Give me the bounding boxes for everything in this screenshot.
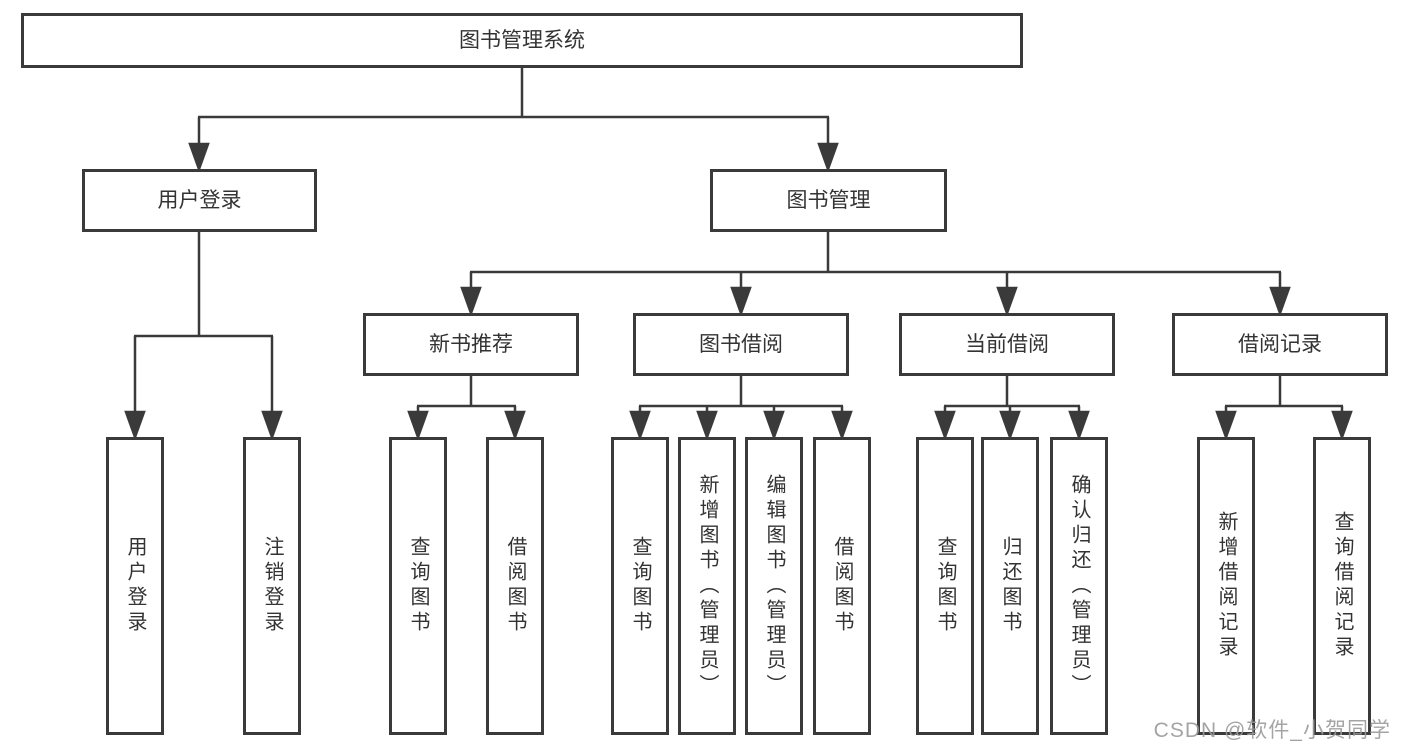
node-label: 查询图书 [629, 536, 651, 636]
connector-book-management-to-level3 [460, 232, 1291, 317]
connector-current-borrow-to-leaves [934, 376, 1090, 441]
node-book-management: 图书管理 [710, 169, 947, 232]
connector-new-book-to-leaves [407, 376, 526, 441]
node-new-book-recommend: 新书推荐 [363, 313, 579, 376]
connector-root-to-level2 [188, 68, 839, 173]
leaf-return-books: 归还图书 [981, 437, 1039, 735]
csdn-watermark: CSDN @软件_小贺同学 [1153, 719, 1391, 742]
node-label: 查询借阅记录 [1331, 511, 1353, 661]
node-label: 查询图书 [934, 536, 956, 636]
node-user-login: 用户登录 [82, 169, 317, 232]
node-label: 编辑图书（管理员） [763, 473, 785, 699]
node-label: 图书借阅 [699, 333, 783, 356]
connector-borrow-records-to-leaves [1215, 376, 1353, 441]
node-label: 新增借阅记录 [1215, 511, 1237, 661]
node-label: 用户登录 [124, 536, 146, 636]
node-label: 当前借阅 [965, 333, 1049, 356]
leaf-edit-books-admin: 编辑图书（管理员） [745, 437, 803, 735]
node-label: 新书推荐 [429, 333, 513, 356]
node-label: 新增图书（管理员） [696, 473, 718, 699]
leaf-add-borrow-record: 新增借阅记录 [1197, 437, 1255, 735]
node-label: 借阅图书 [504, 536, 526, 636]
node-label: 借阅记录 [1238, 333, 1322, 356]
node-label: 借阅图书 [831, 536, 853, 636]
leaf-confirm-return-admin: 确认归还（管理员） [1050, 437, 1108, 735]
node-borrow-records: 借阅记录 [1172, 313, 1388, 376]
leaf-query-books-borrow: 查询图书 [611, 437, 669, 735]
leaf-query-books-current: 查询图书 [916, 437, 974, 735]
node-current-borrow: 当前借阅 [899, 313, 1115, 376]
node-book-borrow: 图书借阅 [633, 313, 849, 376]
leaf-add-books-admin: 新增图书（管理员） [678, 437, 736, 735]
node-label: 归还图书 [999, 536, 1021, 636]
leaf-query-borrow-record: 查询借阅记录 [1313, 437, 1371, 735]
node-label: 图书管理 [786, 189, 871, 212]
leaf-logout: 注销登录 [243, 437, 301, 735]
connector-book-borrow-to-leaves [629, 376, 853, 441]
connector-user-login-to-leaves [124, 232, 283, 441]
node-label: 用户登录 [157, 189, 242, 212]
leaf-query-books-recommend: 查询图书 [389, 437, 447, 735]
node-label: 图书管理系统 [459, 29, 585, 52]
node-label: 确认归还（管理员） [1068, 473, 1090, 699]
node-label: 注销登录 [261, 536, 283, 636]
leaf-borrow-books-recommend: 借阅图书 [486, 437, 544, 735]
node-root-library-system: 图书管理系统 [21, 13, 1023, 68]
leaf-user-login: 用户登录 [106, 437, 164, 735]
node-label: 查询图书 [407, 536, 429, 636]
leaf-borrow-books: 借阅图书 [813, 437, 871, 735]
